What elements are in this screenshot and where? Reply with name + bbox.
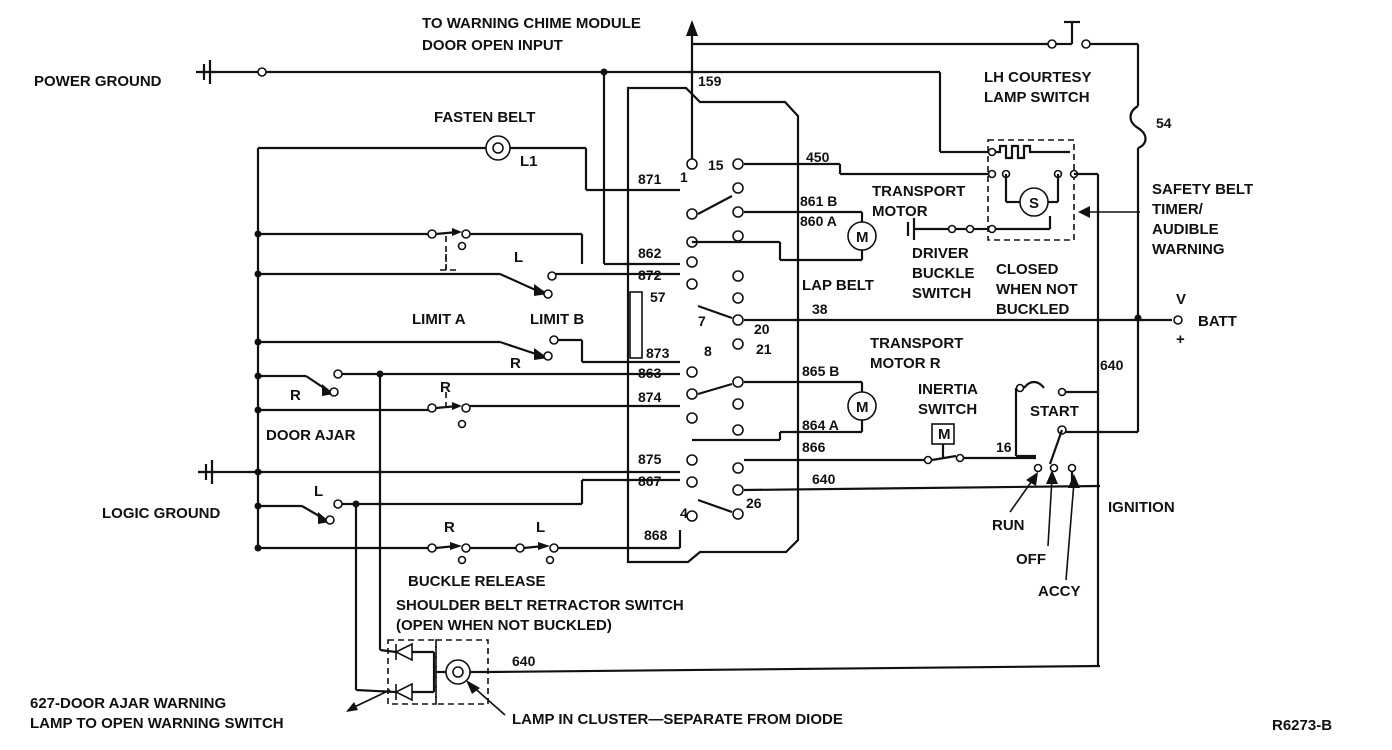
wire-867: 867 — [638, 473, 662, 489]
label-plus: + — [1176, 331, 1185, 348]
module-slot — [629, 291, 643, 359]
wire-863: 863 — [638, 365, 662, 381]
label-ignition: IGNITION — [1108, 499, 1175, 516]
wire-861b: 861 B — [800, 193, 837, 209]
label-inertia-m: M — [938, 426, 951, 443]
wire-872: 872 — [638, 267, 662, 283]
wire-57: 57 — [650, 289, 666, 305]
label-inertia-2: SWITCH — [918, 401, 977, 418]
wire-868: 868 — [644, 527, 668, 543]
label-limit-b: LIMIT B — [530, 311, 584, 328]
pin-20: 20 — [754, 321, 770, 337]
wire-640-bottom: 640 — [512, 653, 536, 669]
label-lh-courtesy-2: LAMP SWITCH — [984, 89, 1090, 106]
pin-26: 26 — [746, 495, 762, 511]
motor-lower: M — [856, 399, 869, 416]
label-limit-a: LIMIT A — [412, 311, 466, 328]
label-fasten-belt: FASTEN BELT — [434, 109, 535, 126]
wire-874: 874 — [638, 389, 662, 405]
label-switch-r-874: R — [440, 379, 451, 396]
wire-38: 38 — [812, 301, 828, 317]
wire-54: 54 — [1156, 115, 1172, 131]
label-door-open-input: DOOR OPEN INPUT — [422, 37, 563, 54]
wire-640-mid: 640 — [812, 471, 836, 487]
label-safety-belt-1: SAFETY BELT — [1152, 181, 1253, 198]
label-transport-motor-2: MOTOR — [872, 203, 928, 220]
label-shoulder-2: (OPEN WHEN NOT BUCKLED) — [396, 617, 612, 634]
label-batt: BATT — [1198, 313, 1237, 330]
label-buckle-l: L — [536, 519, 545, 536]
wire-450: 450 — [806, 149, 830, 165]
label-switch-l-logic: L — [314, 483, 323, 500]
label-switch-l: L — [514, 249, 523, 266]
label-door-warning-2: LAMP TO OPEN WARNING SWITCH — [30, 715, 284, 732]
label-shoulder-1: SHOULDER BELT RETRACTOR SWITCH — [396, 597, 684, 614]
label-run: RUN — [992, 517, 1025, 534]
label-buckle-release: BUCKLE RELEASE — [408, 573, 546, 590]
wire-871: 871 — [638, 171, 662, 187]
label-closed-3: BUCKLED — [996, 301, 1069, 318]
label-transport-motor-r-1: TRANSPORT — [870, 335, 963, 352]
label-buckle-r: R — [444, 519, 455, 536]
label-start: START — [1030, 403, 1079, 420]
wire-862: 862 — [638, 245, 662, 261]
wire-860a: 860 A — [800, 213, 837, 229]
wire-865b: 865 B — [802, 363, 839, 379]
label-driver-buckle-1: DRIVER — [912, 245, 969, 262]
wire-864a: 864 A — [802, 417, 839, 433]
pin-1: 1 — [680, 169, 688, 185]
label-lap-belt: LAP BELT — [802, 277, 874, 294]
label-transport-motor-r-2: MOTOR R — [870, 355, 941, 372]
label-ref: R6273-B — [1272, 717, 1332, 734]
label-v: V — [1176, 291, 1186, 308]
label-door-warning-1: 627-DOOR AJAR WARNING — [30, 695, 226, 712]
label-safety-belt-4: WARNING — [1152, 241, 1225, 258]
label-door-ajar: DOOR AJAR — [266, 427, 356, 444]
arrow-up-icon — [686, 20, 698, 36]
label-l1: L1 — [520, 153, 538, 170]
label-inertia-1: INERTIA — [918, 381, 978, 398]
pin-8: 8 — [704, 343, 712, 359]
solenoid: S — [1029, 195, 1039, 212]
label-switch-r-door: R — [290, 387, 301, 404]
module-pins — [686, 158, 744, 522]
label-safety-belt-2: TIMER/ — [1152, 201, 1204, 218]
label-lamp-in-cluster: LAMP IN CLUSTER—SEPARATE FROM DIODE — [512, 711, 843, 728]
pin-7: 7 — [698, 313, 706, 329]
wire-640-right: 640 — [1100, 357, 1124, 373]
pin-4: 4 — [680, 505, 688, 521]
label-closed-2: WHEN NOT — [996, 281, 1078, 298]
label-accy: ACCY — [1038, 583, 1081, 600]
wire-866: 866 — [802, 439, 826, 455]
wire-159: 159 — [698, 73, 722, 89]
label-closed-1: CLOSED — [996, 261, 1059, 278]
wire-16: 16 — [996, 439, 1012, 455]
motor-upper: M — [856, 229, 869, 246]
label-off: OFF — [1016, 551, 1046, 568]
label-logic-ground: LOGIC GROUND — [102, 505, 220, 522]
label-switch-r-limit-b: R — [510, 355, 521, 372]
wire-875: 875 — [638, 451, 662, 467]
label-warning-chime: TO WARNING CHIME MODULE — [422, 15, 641, 32]
label-driver-buckle-2: BUCKLE — [912, 265, 975, 282]
pin-21: 21 — [756, 341, 772, 357]
label-power-ground: POWER GROUND — [34, 73, 162, 90]
pin-15: 15 — [708, 157, 724, 173]
label-safety-belt-3: AUDIBLE — [1152, 221, 1219, 238]
label-lh-courtesy-1: LH COURTESY — [984, 69, 1092, 86]
label-driver-buckle-3: SWITCH — [912, 285, 971, 302]
label-transport-motor-1: TRANSPORT — [872, 183, 965, 200]
module-outline — [626, 86, 800, 564]
wire-873: 873 — [646, 345, 670, 361]
